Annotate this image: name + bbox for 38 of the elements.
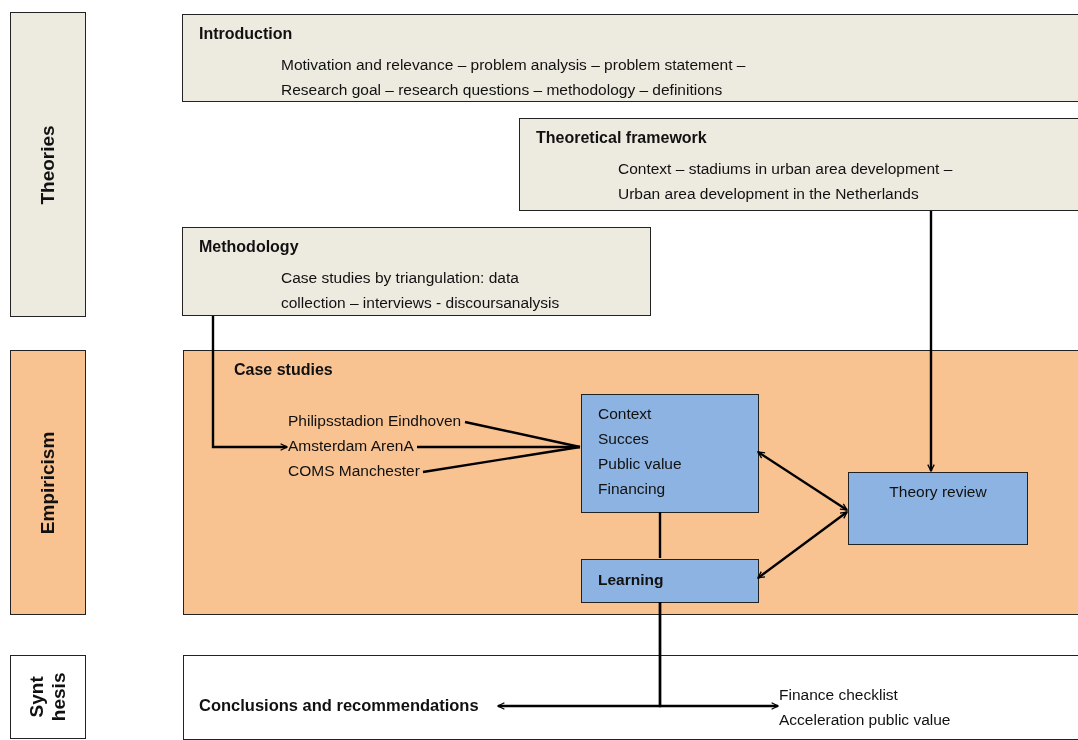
section-panel (183, 350, 1078, 615)
process-label: Theory review (888, 483, 988, 501)
connector-arrow (211, 316, 288, 451)
phase-band (10, 655, 86, 739)
chapter-box (182, 227, 651, 316)
outcome-label: Acceleration public value (779, 710, 951, 730)
chapter-title: Theoretical framework (536, 129, 707, 147)
aspect-label: Financing (598, 479, 667, 499)
case-name: Philipsstadion Eindhoven (288, 412, 462, 430)
case-name: COMS Manchester (288, 462, 420, 480)
aspect-label: Context (598, 404, 653, 424)
connector-arrow (658, 602, 779, 710)
connector-arrow (927, 211, 935, 472)
chapter-title: Methodology (199, 238, 299, 256)
section-title: Case studies (234, 361, 333, 379)
aspect-label: Succes (598, 429, 650, 449)
case-name: Amsterdam ArenA (288, 437, 414, 455)
chapter-box (182, 14, 1078, 102)
phase-label: Theories (37, 124, 59, 205)
section-panel (183, 655, 1078, 740)
chapter-box (519, 118, 1078, 211)
process-box (581, 559, 759, 603)
process-box (581, 394, 759, 513)
connector-arrow (757, 511, 848, 579)
phase-label: Synt hesis (26, 671, 70, 723)
outcome-label: Finance checklist (779, 685, 899, 705)
process-label: Learning (598, 571, 664, 589)
phase-band (10, 12, 86, 317)
phase-band (10, 350, 86, 615)
chapter-description: Motivation and relevance – problem analysis – problem statement – Research goal – research questions – methodology – definitions (281, 55, 747, 100)
outcome-label: Conclusions and recommendations (199, 696, 479, 715)
chapter-title: Introduction (199, 25, 293, 43)
chapter-description: Case studies by triangulation: data collection – interviews - discoursanalysis (281, 268, 561, 313)
connector-arrow (757, 451, 848, 511)
process-box (848, 472, 1028, 545)
aspect-label: Public value (598, 454, 682, 474)
phase-label: Empiricism (37, 431, 59, 534)
chapter-description: Context – stadiums in urban area development – Urban area development in the Netherlands (618, 159, 954, 204)
